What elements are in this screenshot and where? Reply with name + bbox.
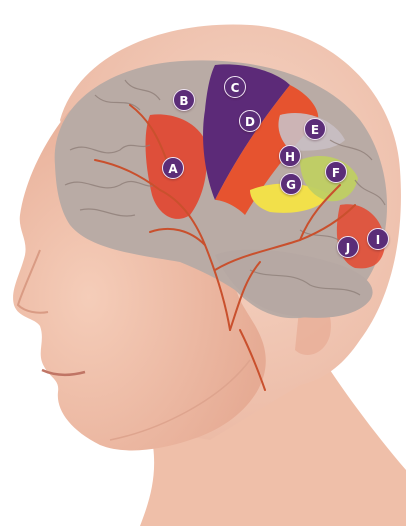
marker-c[interactable]: C <box>224 76 246 98</box>
marker-e[interactable]: E <box>304 118 326 140</box>
marker-j[interactable]: J <box>337 236 359 258</box>
marker-f[interactable]: F <box>325 161 347 183</box>
marker-b[interactable]: B <box>173 89 195 111</box>
marker-i[interactable]: I <box>367 228 389 250</box>
marker-d[interactable]: D <box>239 110 261 132</box>
marker-h[interactable]: H <box>279 145 301 167</box>
marker-a[interactable]: A <box>162 157 184 179</box>
marker-g[interactable]: G <box>280 173 302 195</box>
